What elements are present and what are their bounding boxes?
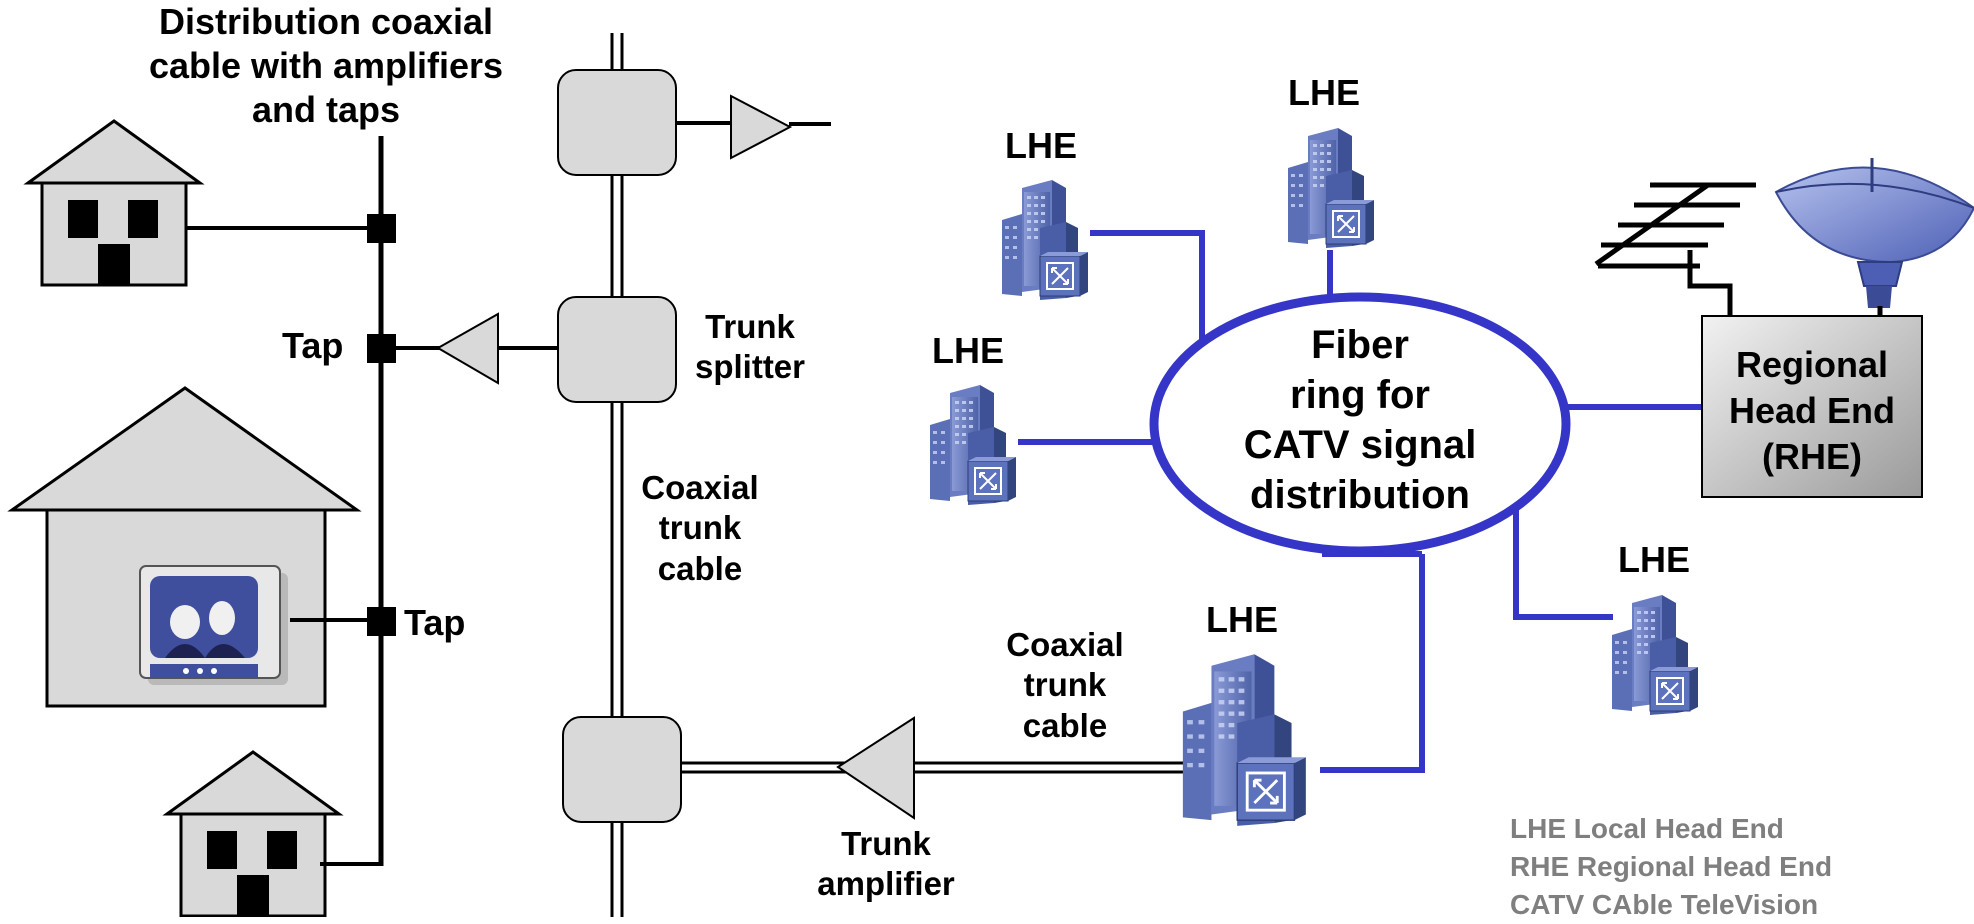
coax-vertical-line-3: cable bbox=[657, 549, 743, 587]
house-bottom bbox=[165, 750, 341, 917]
trunk-splitter-label-line-1: Trunk bbox=[705, 308, 795, 345]
coax-horizontal-line-2: trunk bbox=[1023, 666, 1107, 704]
tap-label-lower: Tap bbox=[404, 602, 466, 643]
antenna-icon bbox=[1594, 182, 1756, 318]
lhe-label-3: LHE bbox=[932, 330, 1004, 371]
fiber-links bbox=[1018, 230, 1702, 773]
lhe-label-1: LHE bbox=[1005, 125, 1077, 166]
distribution-label-line-3: and taps bbox=[251, 88, 401, 130]
legend: LHE Local Head End RHE Regional Head End… bbox=[1510, 810, 1832, 924]
trunk-amplifier-icon bbox=[836, 716, 915, 820]
trunk-amplifier-line-1: Trunk bbox=[841, 825, 931, 862]
amplifier-top bbox=[730, 94, 793, 160]
distribution-label-line-2: cable with amplifiers bbox=[148, 44, 504, 86]
legend-item: LHE Local Head End bbox=[1510, 813, 1784, 844]
tap-3 bbox=[367, 607, 396, 636]
rhe-label-line-1: Regional bbox=[1735, 344, 1888, 385]
rhe-label-line-2: Head End bbox=[1728, 390, 1896, 431]
distribution-amplifier bbox=[435, 312, 499, 385]
trunk-splitter-label-line-2: splitter bbox=[694, 348, 806, 386]
trunk-splitter-bottom bbox=[562, 716, 682, 823]
lhe-building-1 bbox=[1001, 179, 1089, 301]
lhe-label-main: LHE bbox=[1206, 599, 1278, 640]
fiber-ring bbox=[1149, 292, 1571, 556]
lhe-label-4: LHE bbox=[1618, 539, 1690, 580]
tap-1 bbox=[367, 214, 396, 243]
trunk-splitter bbox=[557, 296, 677, 403]
fiber-ring-line-3: CATV signal bbox=[1243, 423, 1477, 467]
coax-trunk-label-vertical: Coaxial trunk cable bbox=[630, 468, 770, 589]
rhe-label: Regional Head End (RHE) bbox=[1702, 342, 1922, 480]
lhe-building-2 bbox=[1287, 127, 1375, 249]
house-top bbox=[26, 119, 202, 287]
trunk-amplifier-label: Trunk amplifier bbox=[796, 824, 976, 905]
lhe-label-2: LHE bbox=[1288, 72, 1360, 113]
lhe-building-main bbox=[1181, 652, 1308, 828]
lhe-building-3 bbox=[929, 384, 1017, 506]
distribution-label-line-1: Distribution coaxial bbox=[158, 1, 494, 42]
legend-item: RHE Regional Head End bbox=[1510, 851, 1833, 882]
rhe-label-line-3: (RHE) bbox=[1762, 436, 1862, 477]
legend-item: CATV CAble TeleVision bbox=[1510, 889, 1819, 920]
fiber-ring-line-1: Fiber bbox=[1311, 323, 1409, 367]
satellite-dish-icon bbox=[1774, 158, 1974, 318]
television-icon bbox=[139, 565, 288, 685]
coax-vertical-line-1: Coaxial bbox=[641, 469, 759, 506]
tap-label-upper: Tap bbox=[282, 325, 344, 366]
trunk-splitter-label: Trunk splitter bbox=[680, 307, 820, 388]
coax-vertical-line-2: trunk bbox=[658, 509, 742, 547]
fiber-ring-line-4: distribution bbox=[1250, 473, 1470, 517]
fiber-ring-line-2: ring for bbox=[1290, 373, 1430, 417]
coax-horizontal-line-3: cable bbox=[1022, 706, 1108, 744]
trunk-amplifier-line-2: amplifier bbox=[817, 865, 955, 903]
fiber-ring-label: Fiber ring for CATV signal distribution bbox=[1200, 320, 1520, 520]
coax-horizontal-line-1: Coaxial bbox=[1006, 626, 1124, 663]
coax-trunk-horizontal bbox=[681, 761, 1185, 774]
tap-2 bbox=[367, 334, 396, 363]
lhe-building-4 bbox=[1611, 594, 1699, 716]
distribution-cable-label: Distribution coaxial cable with amplifie… bbox=[136, 0, 516, 132]
coax-trunk-label-horizontal: Coaxial trunk cable bbox=[990, 625, 1140, 746]
regional-head-end-box bbox=[1701, 315, 1923, 498]
trunk-splitter-top bbox=[557, 69, 677, 176]
